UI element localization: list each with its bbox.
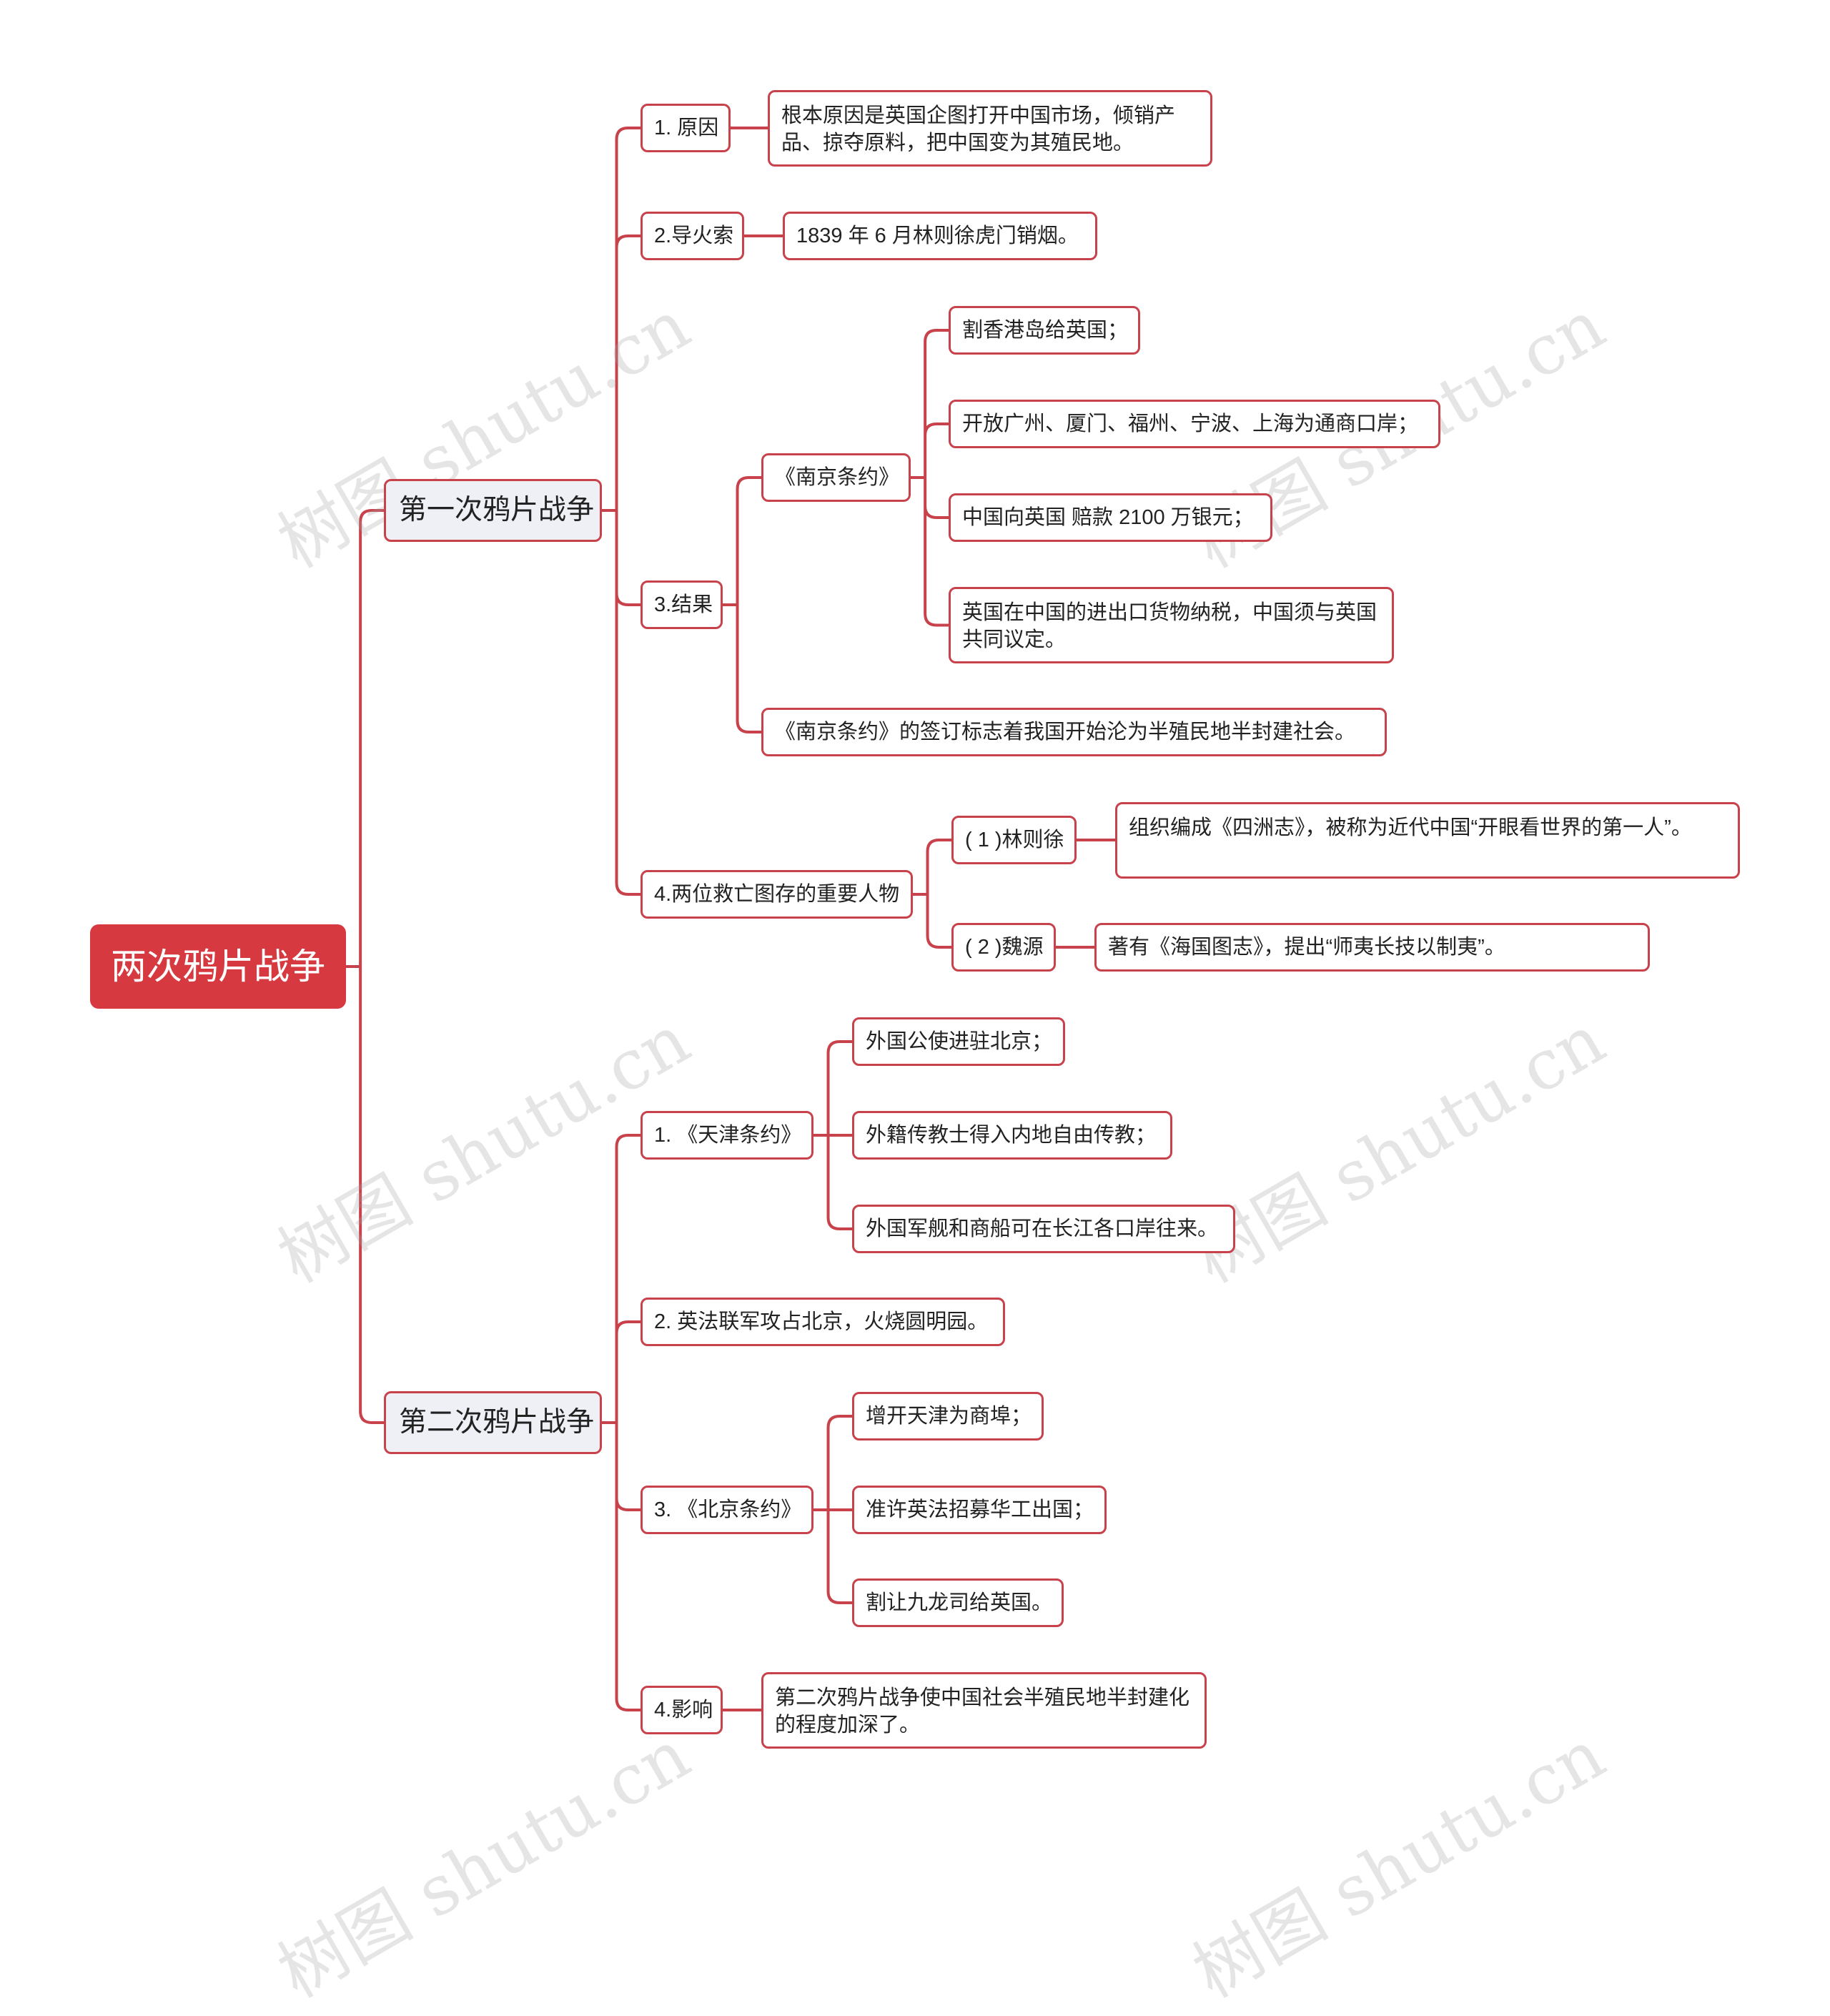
wei-yuan-detail[interactable]: 著有《海国图志》，提出“师夷长技以制夷”。 <box>1094 923 1650 972</box>
tianjin-item-2[interactable]: 外籍传教士得入内地自由传教； <box>852 1111 1172 1160</box>
connector-w1 <box>602 127 640 896</box>
nanjing-item-3[interactable]: 中国向英国 赔款 2100 万银元； <box>949 493 1272 542</box>
topic-result[interactable]: 3.结果 <box>640 580 723 629</box>
connector-tj <box>813 1040 852 1230</box>
person-wei-yuan[interactable]: ( 2 )魏源 <box>951 923 1056 972</box>
topic-tianjin-treaty[interactable]: 1. 《天津条约》 <box>640 1111 813 1160</box>
connector-lines <box>346 127 1115 1711</box>
beijing-item-3[interactable]: 割让九龙司给英国。 <box>852 1578 1064 1627</box>
nanjing-item-4[interactable]: 英国在中国的进出口货物纳税，中国须与英国共同议定。 <box>949 587 1394 663</box>
tianjin-item-1[interactable]: 外国公使进驻北京； <box>852 1017 1065 1066</box>
connector-root <box>346 509 384 1424</box>
topic-burning-yuanmingyuan[interactable]: 2. 英法联军攻占北京，火烧圆明园。 <box>640 1298 1005 1346</box>
nanjing-item-1[interactable]: 割香港岛给英国； <box>949 306 1140 355</box>
topic-first-opium-war[interactable]: 第一次鸦片战争 <box>384 479 602 542</box>
topic-trigger[interactable]: 2.导火索 <box>640 212 744 260</box>
beijing-item-1[interactable]: 增开天津为商埠； <box>852 1392 1044 1441</box>
impact-detail[interactable]: 第二次鸦片战争使中国社会半殖民地半封建化的程度加深了。 <box>761 1672 1207 1749</box>
root-node[interactable]: 两次鸦片战争 <box>90 924 346 1009</box>
nanjing-significance[interactable]: 《南京条约》的签订标志着我国开始沦为半殖民地半封建社会。 <box>761 708 1387 756</box>
beijing-item-2[interactable]: 准许英法招募华工出国； <box>852 1486 1107 1534</box>
topic-nanjing-treaty[interactable]: 《南京条约》 <box>761 453 911 502</box>
connector-fig <box>913 839 951 949</box>
topic-second-opium-war[interactable]: 第二次鸦片战争 <box>384 1391 602 1454</box>
cause-detail[interactable]: 根本原因是英国企图打开中国市场，倾销产品、掠夺原料，把中国变为其殖民地。 <box>768 90 1212 167</box>
lin-zexu-detail[interactable]: 组织编成《四洲志》，被称为近代中国“开眼看世界的第一人”。 <box>1115 802 1740 879</box>
topic-beijing-treaty[interactable]: 3. 《北京条约》 <box>640 1486 813 1534</box>
connector-bj <box>813 1415 852 1604</box>
connector-w2 <box>602 1134 640 1711</box>
nanjing-item-2[interactable]: 开放广州、厦门、福州、宁波、上海为通商口岸； <box>949 400 1440 448</box>
person-lin-zexu[interactable]: ( 1 )林则徐 <box>951 816 1077 864</box>
topic-impact[interactable]: 4.影响 <box>640 1686 723 1734</box>
topic-cause[interactable]: 1. 原因 <box>640 104 731 152</box>
tianjin-item-3[interactable]: 外国军舰和商船可在长江各口岸往来。 <box>852 1205 1235 1253</box>
connector-res <box>723 476 761 733</box>
connector-nj <box>911 329 949 627</box>
topic-important-figures[interactable]: 4.两位救亡图存的重要人物 <box>640 870 913 919</box>
trigger-detail[interactable]: 1839 年 6 月林则徐虎门销烟。 <box>783 212 1097 260</box>
